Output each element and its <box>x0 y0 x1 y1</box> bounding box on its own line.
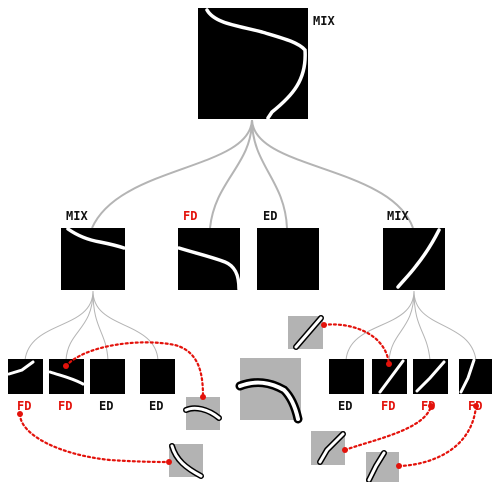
crack <box>415 360 446 393</box>
connector-mix-left-to-leaf-1 <box>24 290 94 361</box>
root-tile <box>198 8 308 120</box>
link-leaf-left-2-to-patch-a <box>64 341 205 399</box>
tile-background <box>140 359 175 394</box>
leaf-tile-left-1 <box>7 359 43 394</box>
link-patch-right-middle-to-leaf-right-3 <box>343 404 433 452</box>
link-dot <box>342 447 348 453</box>
root-connectors <box>91 119 414 229</box>
link-patch-right-bottom-to-leaf-right-4 <box>397 404 478 468</box>
connector-mix-right-to-leaf-3 <box>413 290 431 361</box>
leaf-tile-right-4 <box>459 358 492 394</box>
link-dot <box>17 411 23 417</box>
tile-background <box>90 359 125 394</box>
patch-crack <box>238 380 300 421</box>
level1-label-mix-right: MIX <box>387 209 409 223</box>
crack-patch-right-middle <box>311 431 346 465</box>
tile-background <box>8 359 43 394</box>
crack <box>7 360 35 376</box>
leaf-tile-left-3 <box>90 359 125 394</box>
connector-mix-left-to-leaf-2 <box>65 290 94 361</box>
connector-root-to-mix-left <box>91 119 253 229</box>
leaf-label-right-1: ED <box>338 399 352 413</box>
leaf-label-left-4: ED <box>149 399 163 413</box>
link-dot <box>200 394 206 400</box>
link-dot <box>321 322 327 328</box>
crack-patch-left-b <box>169 443 204 479</box>
patch-crack <box>318 432 345 464</box>
connector-mix-left-to-leaf-4 <box>92 290 159 361</box>
level1-label-ed: ED <box>263 209 277 223</box>
level1-tile-mix-right <box>383 228 445 290</box>
crack-patch-right-bottom <box>366 450 399 482</box>
leaf-label-right-2: FD <box>381 399 395 413</box>
crack <box>177 246 241 291</box>
connector-mix-right-to-leaf-2 <box>388 290 415 361</box>
root-crack <box>205 8 307 120</box>
tile-background <box>61 228 125 290</box>
link-dot <box>166 459 172 465</box>
patch-crack <box>184 406 221 420</box>
connector-root-to-mix-right <box>251 119 414 229</box>
root-label: MIX <box>313 14 335 28</box>
leaf-label-left-3: ED <box>99 399 113 413</box>
tile-background <box>329 359 364 394</box>
crack-patch-center-large <box>235 358 303 424</box>
level1-label-fd: FD <box>183 209 197 223</box>
crack-patch-right-top <box>288 315 324 350</box>
patch-crack <box>294 316 323 349</box>
link-dot <box>428 403 434 409</box>
connector-root-to-ed <box>251 119 288 229</box>
tile-background <box>257 228 319 290</box>
link-leaf-left-1-to-patch-b <box>18 412 171 464</box>
link-patch-right-top-to-leaf-right-2 <box>322 323 391 366</box>
level1-label-mix-left: MIX <box>66 209 88 223</box>
link-dot <box>396 463 402 469</box>
link-dot <box>63 363 69 369</box>
leaf-connectors <box>24 290 477 361</box>
leaf-tile-left-4 <box>140 359 175 394</box>
root-tile-background <box>198 8 308 119</box>
connector-mix-left-to-leaf-3 <box>92 290 109 361</box>
leaf-label-left-1: FD <box>17 399 31 413</box>
crack <box>396 228 441 289</box>
link-dot <box>386 361 392 367</box>
leaf-label-left-2: FD <box>58 399 72 413</box>
connector-mix-right-to-leaf-4 <box>413 290 477 361</box>
crack <box>48 370 85 386</box>
level1-tile-mix-left <box>61 227 126 290</box>
connector-root-to-fd <box>209 119 253 229</box>
crack <box>378 359 405 394</box>
level1-tile-ed <box>257 228 319 290</box>
patch-crack <box>170 444 203 478</box>
link-dot <box>473 403 479 409</box>
crack-patch-left-a <box>183 397 222 430</box>
leaf-tile-right-1 <box>329 359 364 394</box>
tile-background <box>178 228 240 290</box>
leaf-tile-right-3 <box>413 359 448 394</box>
red-dotted-links <box>18 323 478 468</box>
level1-tile-fd <box>177 228 241 291</box>
crack <box>66 227 126 250</box>
crack <box>459 358 476 394</box>
red-link-endpoints <box>17 322 479 469</box>
tree-connectors <box>24 119 477 361</box>
connector-mix-right-to-leaf-1 <box>345 290 415 361</box>
patch-crack <box>367 451 386 482</box>
